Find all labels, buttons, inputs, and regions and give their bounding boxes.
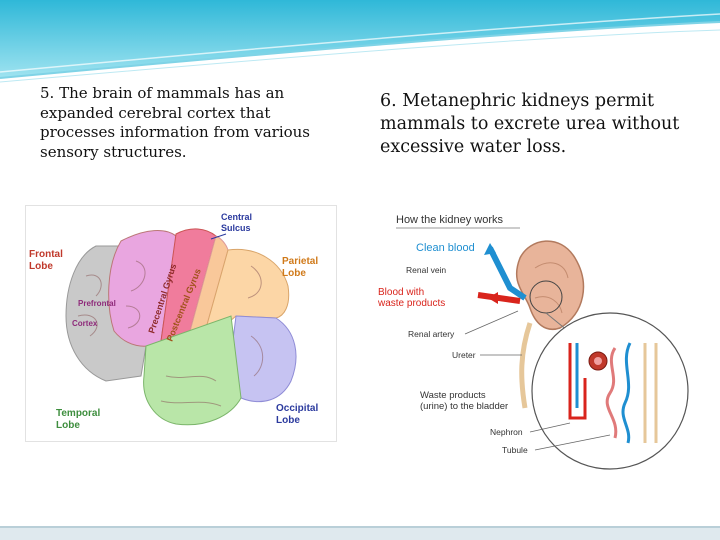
parietal-lobe-label-line1: Parietal [282, 256, 318, 267]
tubule-label: Tubule [502, 445, 528, 455]
svg-text:Blood with waste product: Blood with waste products [377, 287, 445, 309]
kidney-illustration: How the kidney works Clean blood Ren [377, 214, 689, 470]
occipital-lobe-label-line2: Lobe [276, 415, 300, 426]
kidney-title: How the kidney works [396, 214, 503, 226]
frontal-lobe-label-line1: Frontal [29, 249, 63, 260]
nephron-label: Nephron [490, 427, 523, 437]
prefrontal-label-line2: Cortex [72, 319, 98, 328]
occipital-lobe-region [230, 315, 297, 403]
blood-waste-label-line1: Blood with [378, 287, 424, 298]
svg-text:Occipital Lobe: Occipital Lobe [276, 403, 321, 426]
central-sulcus-label-line1: Central [221, 212, 252, 222]
svg-text:Temporal Lobe: Temporal Lobe [56, 408, 103, 431]
brain-illustration: Frontal Lobe Central Sulcus Parietal Lob… [29, 212, 321, 431]
waste-products-label-line1: Waste products [420, 390, 486, 401]
temporal-lobe-label-line2: Lobe [56, 420, 80, 431]
svg-text:Central Sulcus: Central Sulcus [221, 212, 255, 233]
renal-artery-label: Renal artery [408, 329, 455, 339]
parietal-lobe-label-line2: Lobe [282, 268, 306, 279]
ureter-label: Ureter [452, 350, 476, 360]
right-caption: 6. Metanephric kidneys permit mammals to… [380, 91, 680, 157]
clean-blood-label: Clean blood [416, 242, 475, 254]
waste-products-label-line2: (urine) to the bladder [420, 401, 508, 412]
prefrontal-label-line1: Prefrontal [78, 299, 116, 308]
renal-vein-label: Renal vein [406, 265, 446, 275]
left-caption: 5. The brain of mammals has an expanded … [40, 84, 310, 161]
blood-waste-label-line2: waste products [377, 298, 445, 309]
svg-text:Parietal Lobe: Parietal Lobe [282, 256, 321, 279]
occipital-lobe-label-line1: Occipital [276, 403, 318, 414]
brain-diagram: Frontal Lobe Central Sulcus Parietal Lob… [25, 205, 337, 442]
frontal-lobe-label-line2: Lobe [29, 261, 53, 272]
svg-text:Waste products (urine) t: Waste products (urine) to the bladder [420, 390, 508, 412]
prefrontal-region [108, 230, 177, 347]
temporal-lobe-region [143, 315, 242, 426]
central-sulcus-label-line2: Sulcus [221, 223, 251, 233]
temporal-lobe-label-line1: Temporal [56, 408, 100, 419]
svg-text:Frontal Lobe: Frontal Lobe [29, 249, 66, 272]
kidney-diagram: How the kidney works Clean blood Ren [370, 203, 700, 473]
svg-text:Prefrontal Cortex: Prefrontal Cortex [72, 299, 118, 328]
